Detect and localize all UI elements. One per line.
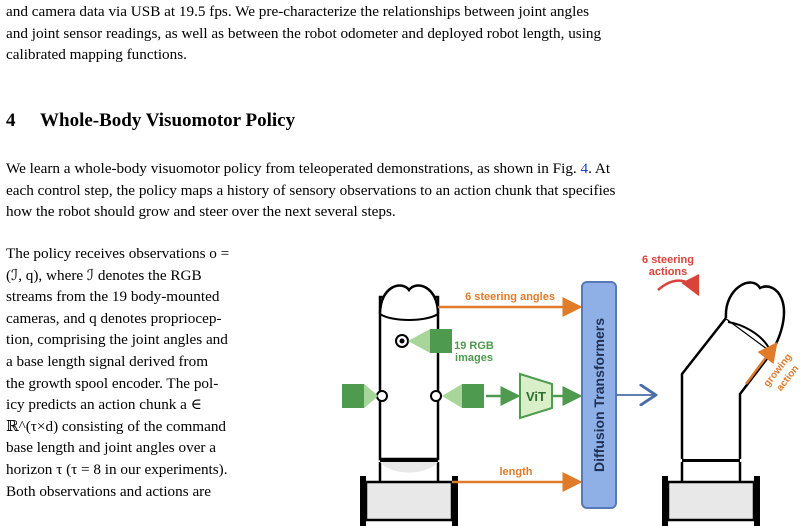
camera-view-cone: [442, 384, 462, 408]
length-label: length: [500, 466, 533, 478]
rgb-images-label: 19 RGB: [454, 340, 494, 352]
camera-view-icon: [430, 329, 452, 353]
output-robot-illustration: [662, 281, 786, 526]
paragraph-text: We learn a whole-body visuomotor policy …: [6, 160, 581, 177]
spool-flange-right: [754, 476, 760, 526]
steering-actions-label: 6 steering: [642, 254, 694, 266]
section-title: Whole-Body Visuomotor Policy: [40, 110, 296, 131]
steering-actions-label: actions: [649, 266, 688, 278]
vit-label: ViT: [526, 389, 546, 404]
intro-line: calibrated mapping functions.: [6, 46, 187, 63]
paragraph-line: base length and joint angles over a: [6, 439, 217, 457]
figure-reference-link[interactable]: 4: [580, 160, 589, 177]
robot-tip-seam: [379, 313, 439, 321]
steering-actions-arrow: [657, 273, 700, 297]
paragraph-line: tion, comprising the joint angles and: [6, 331, 228, 349]
robot-tip: [378, 284, 440, 315]
paragraph-line: the growth spool encoder. The pol-: [6, 374, 219, 392]
camera-icon: [376, 390, 388, 402]
paragraph-line: cameras, and q denotes propriocep-: [6, 309, 222, 327]
camera-view-cone: [408, 329, 430, 353]
paragraph-line: Both observations and actions are: [6, 482, 211, 500]
robot-tip-bent: [724, 281, 786, 353]
section-heading: 4 Whole-Body Visuomotor Policy: [6, 110, 295, 132]
robot-base-spool: [364, 480, 454, 522]
input-robot-illustration: [360, 284, 458, 526]
camera-icon: [430, 390, 442, 402]
intro-paragraph: and camera data via USB at 19.5 fps. We …: [6, 1, 798, 66]
diffusion-transformer-label: Diffusion Transformers: [591, 318, 607, 472]
paragraph-line: (ℐ, q), where ℐ denotes the RGB: [6, 266, 202, 284]
robot-body: [378, 295, 440, 461]
robot-base-spool: [666, 480, 756, 522]
paragraph-line: ℝ^(τ×d) consisting of the command: [6, 417, 227, 435]
paragraph-line: each control step, the policy maps a his…: [6, 181, 616, 199]
camera-view-icon: [462, 384, 484, 408]
vit-encoder-block: [519, 372, 553, 420]
robot-body-base: [380, 459, 438, 462]
spool-flange-left: [662, 476, 668, 526]
paragraph-line: The policy receives observations o =: [6, 245, 230, 262]
spool-flange-right: [452, 476, 458, 526]
paragraph-line: a base length signal derived from: [6, 352, 209, 370]
growing-action-arrow: [745, 342, 778, 385]
intro-line: and joint sensor readings, as well as be…: [6, 24, 602, 42]
paragraph-line: how the robot should grow and steer over…: [6, 203, 396, 220]
rgb-images-label: images: [455, 352, 493, 364]
observation-paragraph: The policy receives observations o = (ℐ,…: [6, 243, 300, 502]
intro-line: and camera data via USB at 19.5 fps. We …: [6, 3, 589, 20]
paragraph-line: streams from the 19 body-mounted: [6, 288, 220, 306]
section-number: 4: [6, 110, 16, 131]
paragraph-line: We learn a whole-body visuomotor policy …: [6, 158, 798, 180]
policy-architecture-figure: 19 RGB images ViT 6 steering angles leng…: [306, 244, 804, 526]
spool-flange-left: [360, 476, 366, 526]
paragraph-line: icy predicts an action chunk a ∈: [6, 396, 202, 414]
paragraph-text: . At: [588, 160, 611, 177]
policy-diagram: 19 RGB images ViT 6 steering angles leng…: [342, 254, 801, 526]
policy-intro-paragraph: We learn a whole-body visuomotor policy …: [6, 158, 798, 223]
steering-angles-label: 6 steering angles: [465, 291, 555, 303]
paragraph-line: horizon τ (τ = 8 in our experiments).: [6, 460, 228, 478]
